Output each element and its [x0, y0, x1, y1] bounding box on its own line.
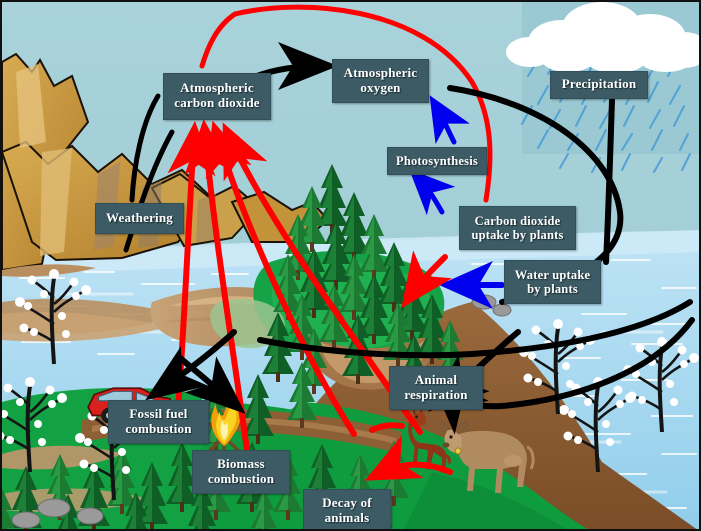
- label-water-uptake: Water uptake by plants: [504, 260, 601, 304]
- label-biomass-combustion: Biomass combustion: [192, 450, 290, 494]
- label-photosynthesis: Photosynthesis: [387, 147, 487, 175]
- label-fossil-fuel-combustion: Fossil fuel combustion: [108, 400, 209, 444]
- label-weathering: Weathering: [95, 203, 184, 234]
- label-precipitation: Precipitation: [550, 71, 648, 99]
- label-decay-of-animals: Decay of animals: [303, 489, 391, 529]
- label-atmospheric-carbon-dioxide: Atmospheric carbon dioxide: [163, 73, 271, 120]
- label-animal-respiration: Animal respiration: [389, 366, 483, 410]
- label-carbon-dioxide-uptake: Carbon dioxide uptake by plants: [459, 206, 576, 250]
- label-atmospheric-oxygen: Atmospheric oxygen: [332, 59, 429, 103]
